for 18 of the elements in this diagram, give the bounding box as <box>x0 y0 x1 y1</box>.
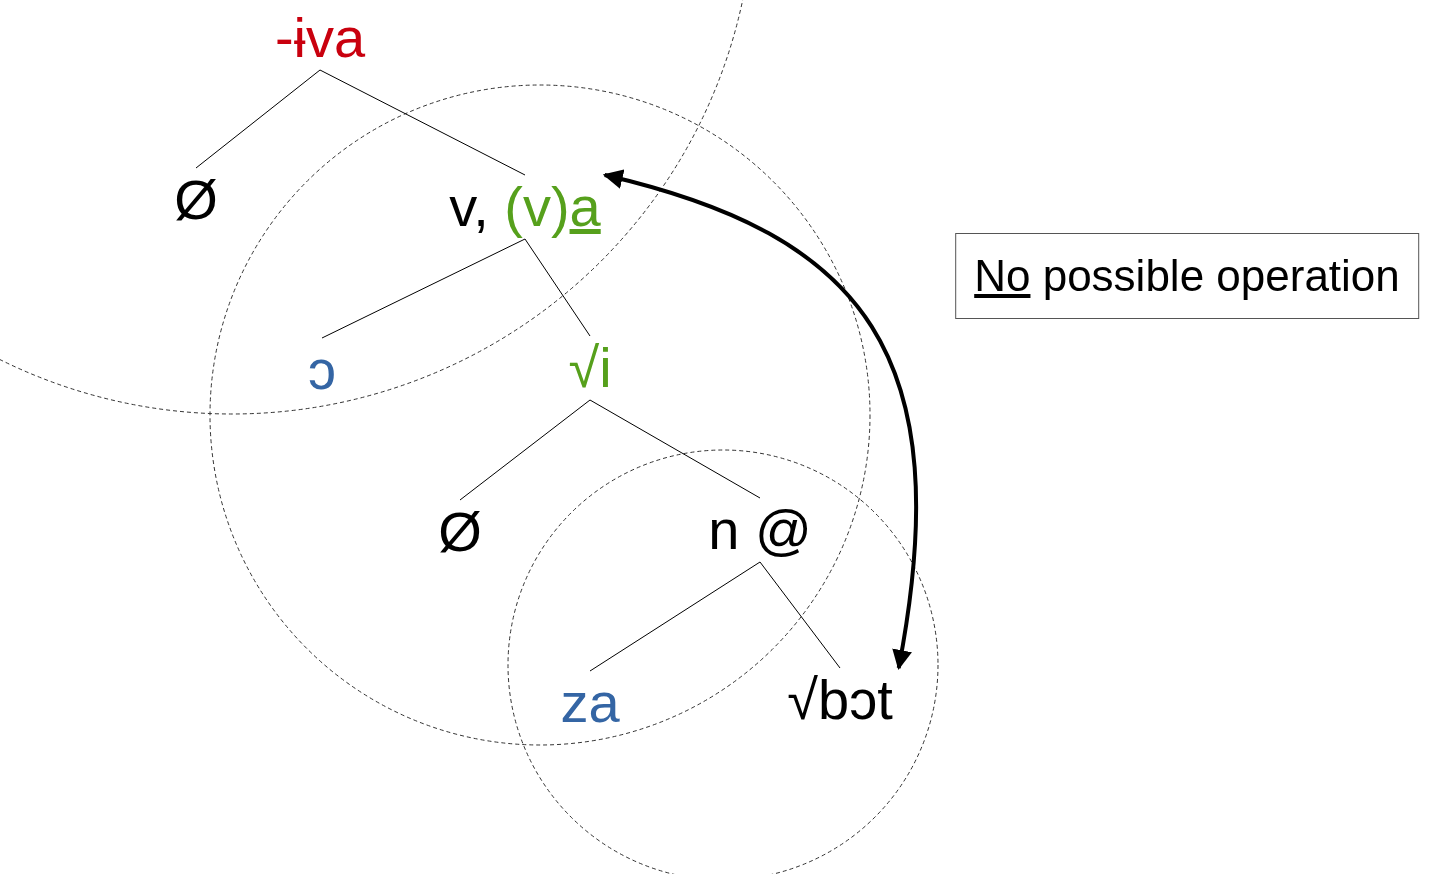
tree-branch <box>524 238 591 337</box>
note-box: No possible operation <box>955 233 1419 319</box>
tree-branch <box>589 561 761 672</box>
tree-label: √bɔt <box>787 672 893 728</box>
tree-label: n @ <box>708 502 812 558</box>
tree-label: √i <box>568 340 612 396</box>
arrow <box>602 169 918 670</box>
tree-branch <box>319 69 526 176</box>
tree-label: ɔ <box>308 342 336 398</box>
tree-label: Ø <box>438 504 482 560</box>
tree-branch <box>589 399 761 499</box>
tree-branch <box>321 238 526 339</box>
tree-branch <box>459 399 591 501</box>
tree-branch <box>195 69 321 169</box>
tree-label: -ɨva <box>274 10 366 66</box>
tree-label: za <box>560 675 620 731</box>
tree-label: Ø <box>174 172 218 228</box>
tree-branch <box>759 561 841 669</box>
